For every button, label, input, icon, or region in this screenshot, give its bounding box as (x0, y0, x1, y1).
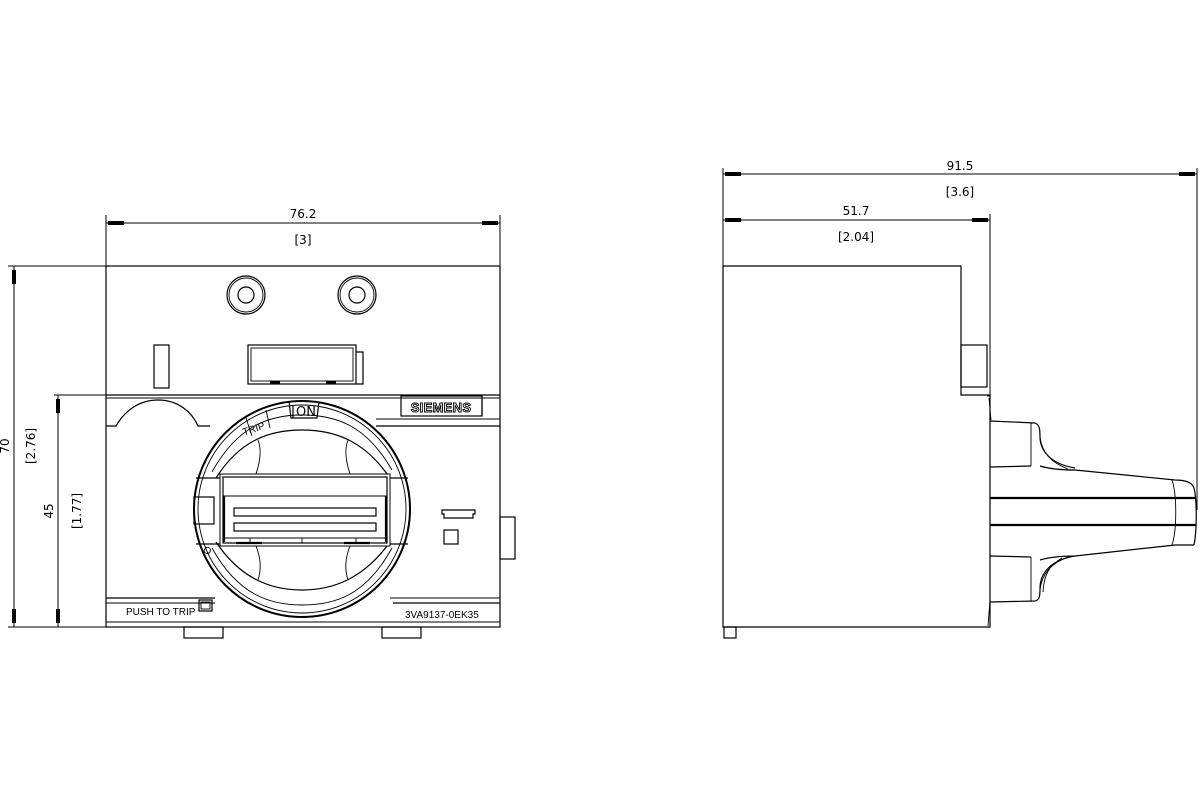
overall-depth-inch-value: [3.6] (946, 185, 974, 199)
push-to-trip-label: PUSH TO TRIP (126, 607, 196, 618)
side-handle-profile (989, 420, 1197, 603)
lower-height-inch-value: [1.77] (70, 493, 84, 529)
side-body-outline (722, 265, 991, 628)
body-depth-dimension: 51.7 [2.04] (723, 204, 991, 395)
body-depth-value: 51.7 (843, 204, 870, 218)
lower-height-value: 45 (42, 503, 56, 518)
height-inch-value: [2.76] (24, 428, 38, 464)
part-number: 3VA9137-0EK35 (405, 610, 479, 621)
overall-depth-dimension: 91.5 [3.6] (722, 159, 1198, 510)
mounting-screw-left (226, 275, 266, 315)
foot-right (381, 626, 422, 639)
front-view: 76.2 [3] 70 [2.76] 45 [1.77] (0, 207, 516, 639)
width-dimension: 76.2 [3] (105, 207, 501, 268)
height-value: 70 (0, 438, 12, 453)
side-view: 91.5 [3.6] 51.7 [2.04] (722, 159, 1198, 639)
indicator-window (443, 529, 459, 545)
brand-label: SIEMENS (411, 400, 472, 415)
foot-left (183, 626, 224, 639)
side-tab (499, 516, 516, 560)
siemens-nameplate: SIEMENS (400, 395, 483, 417)
width-inch-value: [3] (295, 233, 312, 247)
overall-depth-value: 91.5 (947, 159, 974, 173)
indicator-slot (441, 509, 476, 519)
front-body-outline (105, 265, 501, 628)
lower-height-dimension: 45 [1.77] (42, 394, 106, 627)
side-foot (723, 626, 737, 639)
side-latch (960, 344, 988, 388)
mounting-screw-right (337, 275, 377, 315)
latch-window (247, 344, 364, 385)
slot-left (153, 344, 170, 389)
dial-label-on: ON (296, 405, 316, 420)
rotary-dial: TRIP ON O (193, 400, 411, 618)
width-value: 76.2 (290, 207, 317, 221)
height-dimension: 70 [2.76] (0, 265, 106, 628)
rotary-handle (219, 473, 391, 547)
push-to-trip-button: PUSH TO TRIP (126, 599, 213, 618)
body-depth-inch-value: [2.04] (838, 230, 874, 244)
